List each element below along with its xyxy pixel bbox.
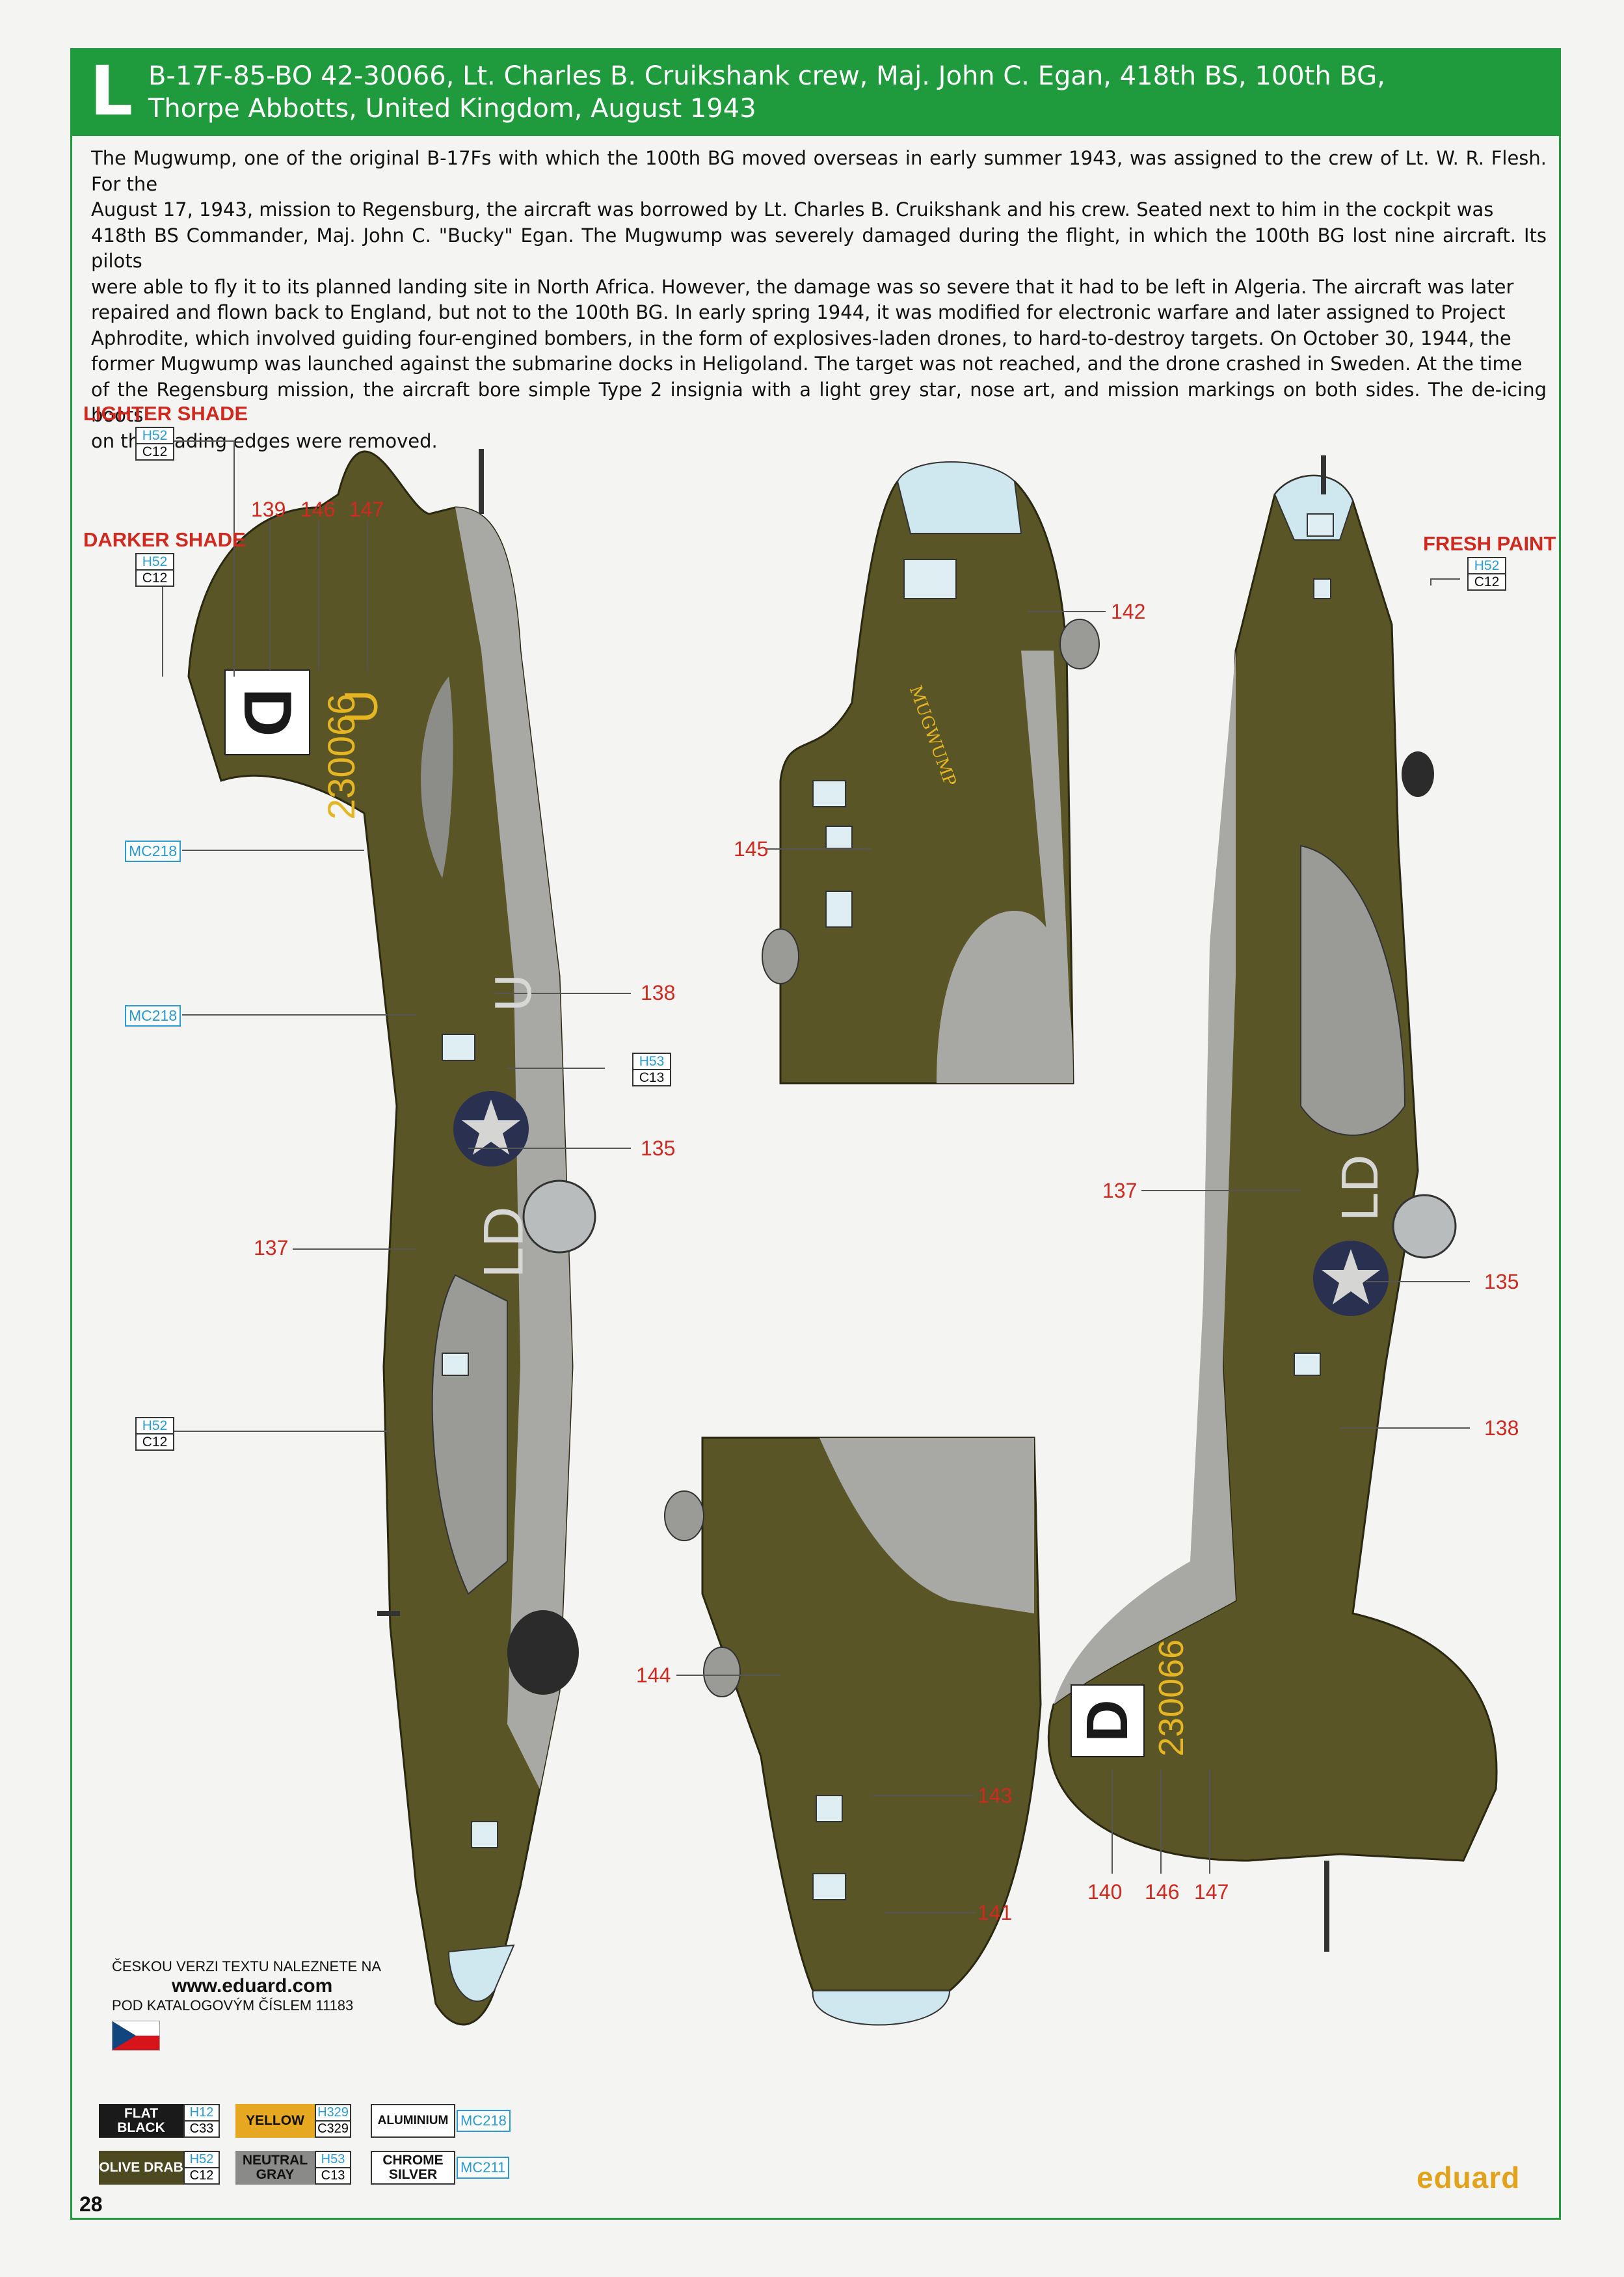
legend-code-c: C329 [317,2122,349,2136]
code-c: C12 [142,1435,168,1449]
czech-note-line1: ČESKOU VERZI TEXTU NALEZNETE NA [112,1958,382,1974]
callout-141: 141 [978,1901,1013,1924]
callout-137: 137 [254,1236,289,1260]
legend-code-c: C33 [189,2122,214,2136]
aluminium-code-tag: MC218 [125,1005,181,1027]
legend-code-h: H53 [316,2152,350,2168]
legend-code-mc: MC218 [457,2110,511,2132]
legend-code-h: H52 [185,2152,219,2168]
czech-flag-icon [112,2021,160,2051]
czech-note-line2: POD KATALOGOVÝM ČÍSLEM 11183 [112,1997,354,2014]
code-h: H52 [137,1418,173,1435]
page-number: 28 [79,2192,103,2216]
description-line: former Mugwump was launched against the … [91,353,1523,375]
code-c: C12 [142,444,168,459]
description-line: The Mugwump, one of the original B-17Fs … [91,147,1547,195]
callout-135: 135 [641,1137,676,1160]
code-h: H52 [1469,558,1505,574]
legend-code-c: C13 [321,2168,345,2183]
legend-code-c: C12 [189,2168,214,2183]
legend-swatch: ALUMINIUM [371,2104,455,2138]
darker-shade-label: DARKER SHADE [83,528,246,551]
legend-swatch: YELLOW [235,2104,315,2138]
code-c: C12 [1474,574,1500,589]
callout-135: 135 [1484,1270,1519,1293]
squadron-code: LD [472,1206,535,1278]
right-tail-serial-number: 230066 [1152,1639,1191,1757]
code-h: H52 [137,428,173,444]
callout-137: 137 [1102,1179,1138,1202]
tail-serial-number: 230066 [321,694,363,820]
callout-139: 139 [251,498,286,521]
profile-header: L B-17F-85-BO 42-30066, Lt. Charles B. C… [70,48,1561,136]
description-line: repaired and flown back to England, but … [91,301,1506,323]
description-line: August 17, 1943, mission to Regensburg, … [91,198,1494,221]
callout-146: 146 [1145,1880,1180,1904]
nose-bottom-profile [664,1436,1042,2026]
legend-code-mc: MC211 [457,2157,510,2179]
callout-143: 143 [978,1784,1013,1807]
fuselage-square-letter: U [483,974,542,1012]
callout-leader-lines [135,440,1470,1913]
profile-letter: L [90,51,133,131]
callout-147: 147 [349,498,384,521]
legend-code-h: H12 [185,2105,219,2122]
aluminium-code-tag: MC218 [125,841,181,862]
profile-title-line2: Thorpe Abbotts, United Kingdom, August 1… [148,94,756,124]
callout-147: 147 [1194,1880,1229,1904]
legend-swatch: NEUTRAL GRAY [235,2151,315,2185]
code-c: C13 [639,1070,665,1085]
tail-square-letter: U [336,690,388,723]
right-squadron-code: LD [1331,1154,1389,1222]
callout-140: 140 [1087,1880,1123,1904]
description-line: Aphrodite, which involved guiding four-e… [91,327,1511,349]
legend-code-h: H329 [316,2105,350,2122]
callout-146: 146 [300,498,336,521]
nose-top-profile [762,461,1100,1085]
eduard-url[interactable]: www.eduard.com [172,1975,333,1997]
legend-swatch: FLAT BLACK [99,2104,183,2138]
left-fuselage-profile [187,449,596,2026]
legend-swatch: OLIVE DRAB [99,2151,183,2185]
lighter-shade-label: LIGHTER SHADE [83,402,248,425]
legend-swatch: CHROME SILVER [371,2151,455,2185]
legend-aluminium: ALUMINIUM MC218 [371,2104,511,2138]
callout-144: 144 [636,1664,671,1687]
aircraft-description: The Mugwump, one of the original B-17Fs … [91,146,1547,454]
legend-chrome-silver: CHROME SILVER MC211 [371,2151,510,2185]
right-fuselage-profile [1047,455,1498,1952]
fresh-paint-label: FRESH PAINT [1423,532,1556,555]
tail-code-letter: D [230,688,305,737]
czech-version-note: ČESKOU VERZI TEXTU NALEZNETE NA www.edua… [112,1958,381,2051]
right-tail-code-letter: D [1075,1699,1140,1742]
callout-138: 138 [1484,1416,1519,1440]
description-line: of the Regensburg mission, the aircraft … [91,378,1547,427]
code-h: H53 [633,1054,670,1070]
callout-145: 145 [734,837,769,861]
callout-142: 142 [1111,600,1146,623]
callout-138: 138 [641,981,676,1004]
profile-title-line1: B-17F-85-BO 42-30066, Lt. Charles B. Cru… [148,61,1385,91]
description-line: were able to fly it to its planned landi… [91,275,1514,298]
description-line: 418th BS Commander, Maj. John C. "Bucky"… [91,224,1547,273]
code-h: H52 [137,554,173,571]
eduard-logo: eduard [1417,2161,1521,2194]
code-c: C12 [142,571,168,586]
